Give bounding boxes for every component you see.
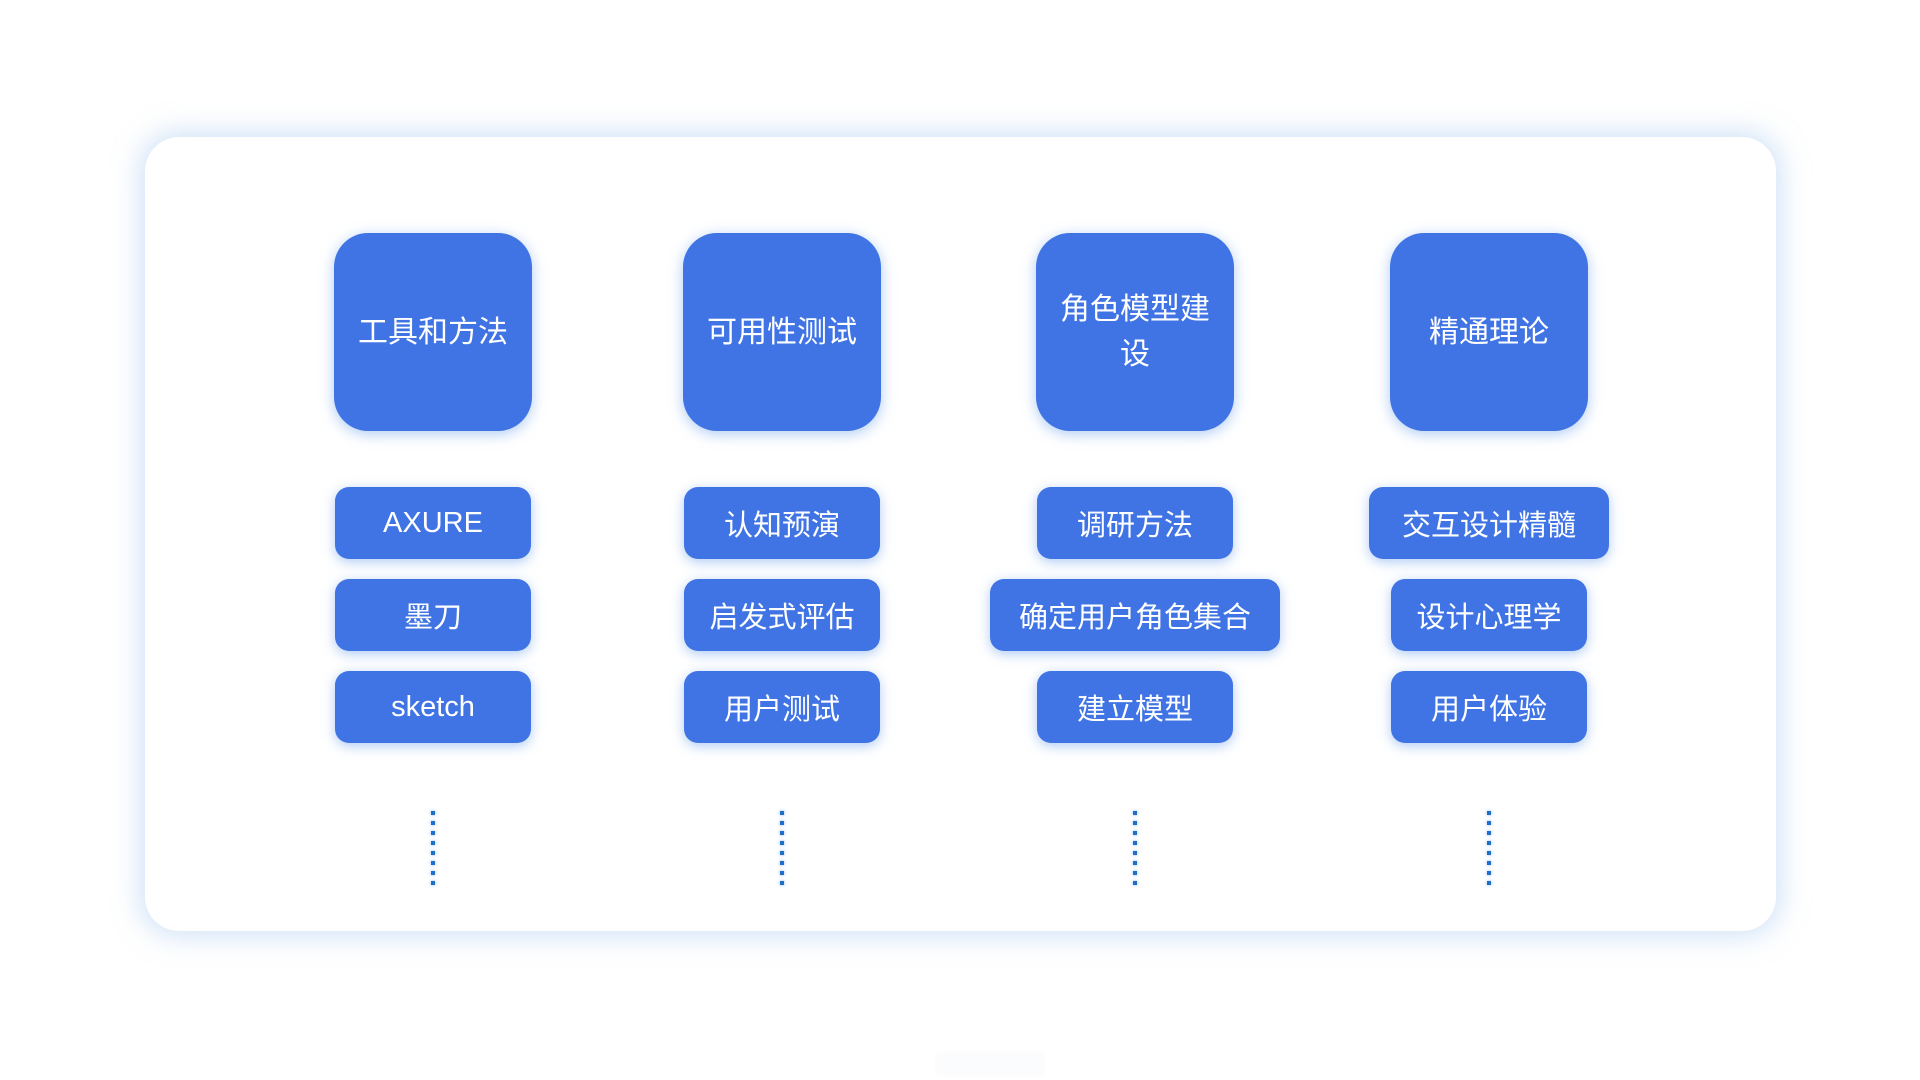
dot <box>1487 851 1491 855</box>
dot <box>780 851 784 855</box>
item-node[interactable]: 设计心理学 <box>1391 579 1587 651</box>
dot <box>1487 881 1491 885</box>
item-node[interactable]: 用户体验 <box>1391 671 1587 743</box>
dot <box>1487 831 1491 835</box>
category-node[interactable]: 工具和方法 <box>334 233 532 431</box>
dot <box>780 811 784 815</box>
dot <box>431 831 435 835</box>
item-node[interactable]: 调研方法 <box>1037 487 1233 559</box>
dot <box>780 881 784 885</box>
dot <box>1133 871 1137 875</box>
branch-tools-methods: 工具和方法 AXURE 墨刀 sketch <box>273 137 593 931</box>
dotted-line <box>1487 808 1491 888</box>
item-list: 调研方法 确定用户角色集合 建立模型 <box>990 487 1280 763</box>
item-node[interactable]: 交互设计精髓 <box>1369 487 1609 559</box>
item-node[interactable]: 用户测试 <box>684 671 880 743</box>
item-node[interactable]: 确定用户角色集合 <box>990 579 1280 651</box>
item-node[interactable]: sketch <box>335 671 531 743</box>
item-node[interactable]: 启发式评估 <box>684 579 880 651</box>
item-node[interactable]: AXURE <box>335 487 531 559</box>
dot <box>780 821 784 825</box>
dot <box>1487 811 1491 815</box>
dot <box>780 871 784 875</box>
dot <box>1133 851 1137 855</box>
dot <box>431 881 435 885</box>
item-list: 交互设计精髓 设计心理学 用户体验 <box>1369 487 1609 763</box>
category-node[interactable]: 可用性测试 <box>683 233 881 431</box>
dotted-line <box>780 808 784 888</box>
item-node[interactable]: 认知预演 <box>684 487 880 559</box>
dot <box>1487 861 1491 865</box>
category-node[interactable]: 精通理论 <box>1390 233 1588 431</box>
dot <box>1133 831 1137 835</box>
dotted-line <box>431 808 435 888</box>
category-node[interactable]: 角色模型建设 <box>1036 233 1234 431</box>
dot <box>431 871 435 875</box>
item-node[interactable]: 墨刀 <box>335 579 531 651</box>
dot <box>1133 841 1137 845</box>
dot <box>780 841 784 845</box>
dot <box>431 851 435 855</box>
dot <box>1487 821 1491 825</box>
mindmap-card: 工具和方法 AXURE 墨刀 sketch 可用性测试 认知预演 启发式评估 用… <box>145 137 1776 931</box>
item-list: 认知预演 启发式评估 用户测试 <box>684 487 880 763</box>
dot <box>1487 841 1491 845</box>
dot <box>431 841 435 845</box>
branch-theory-mastery: 精通理论 交互设计精髓 设计心理学 用户体验 <box>1329 137 1649 931</box>
dot <box>780 861 784 865</box>
dot <box>1133 821 1137 825</box>
dot <box>1133 881 1137 885</box>
item-list: AXURE 墨刀 sketch <box>335 487 531 763</box>
dot <box>1133 811 1137 815</box>
dot <box>431 811 435 815</box>
dotted-line <box>1133 808 1137 888</box>
item-node[interactable]: 建立模型 <box>1037 671 1233 743</box>
dot <box>1487 871 1491 875</box>
watermark <box>935 1052 1045 1076</box>
dot <box>431 821 435 825</box>
dot <box>431 861 435 865</box>
branch-usability-testing: 可用性测试 认知预演 启发式评估 用户测试 <box>622 137 942 931</box>
dot <box>780 831 784 835</box>
branch-persona-building: 角色模型建设 调研方法 确定用户角色集合 建立模型 <box>975 137 1295 931</box>
dot <box>1133 861 1137 865</box>
